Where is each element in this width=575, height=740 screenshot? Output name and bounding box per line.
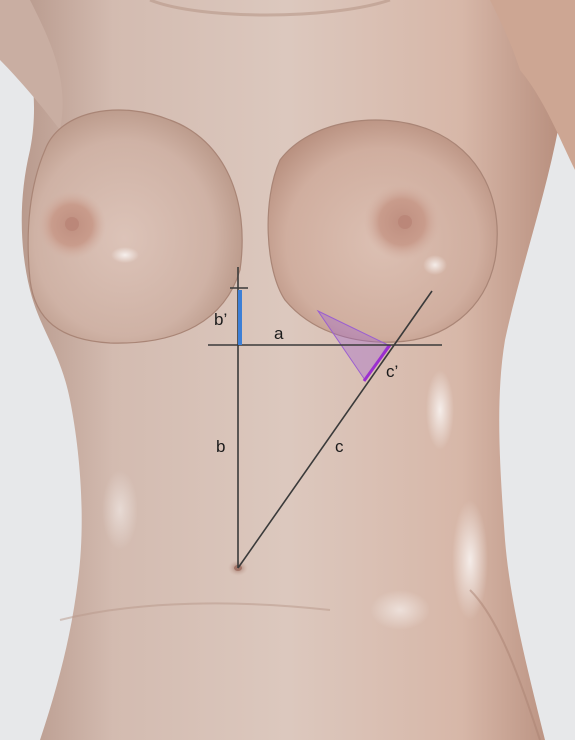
highlight bbox=[370, 590, 430, 630]
label-c-prime: c’ bbox=[386, 362, 398, 381]
left-nipple bbox=[65, 217, 79, 231]
highlight bbox=[426, 370, 454, 450]
label-b-prime: b’ bbox=[214, 310, 227, 329]
highlight bbox=[102, 470, 138, 550]
highlight bbox=[423, 255, 447, 275]
highlight bbox=[452, 500, 488, 620]
label-c: c bbox=[335, 437, 344, 456]
right-nipple bbox=[398, 215, 412, 229]
torso-body bbox=[15, 0, 560, 740]
label-b: b bbox=[216, 437, 225, 456]
label-a: a bbox=[274, 324, 284, 343]
highlight bbox=[111, 247, 139, 263]
